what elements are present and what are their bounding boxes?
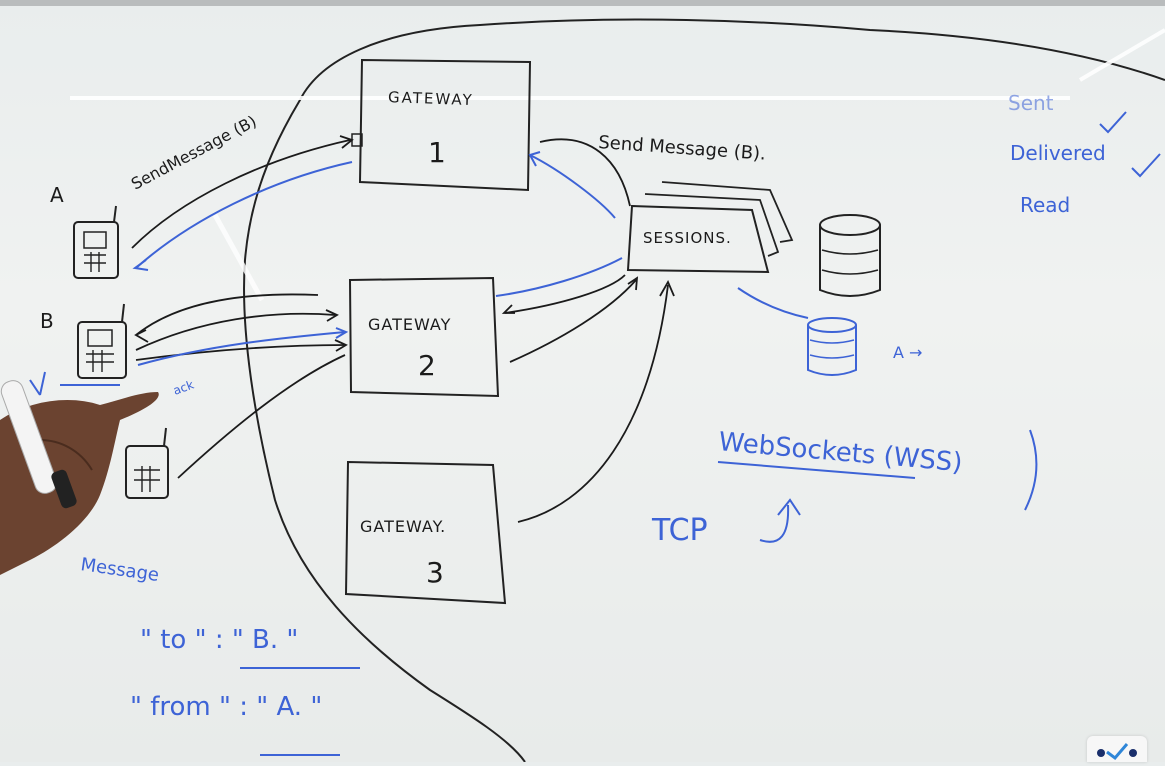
db-link-line	[737, 287, 809, 319]
gateway-3-box: GATEWAY. 3	[344, 460, 507, 605]
gateway-2-box: GATEWAY 2	[348, 276, 500, 398]
database-icon	[819, 214, 881, 297]
websockets-paren	[1024, 429, 1038, 511]
status-sent: Sent	[1008, 91, 1054, 115]
gateway-1-title: GATEWAY	[388, 88, 474, 109]
phone-c-icon	[125, 427, 169, 499]
glare-stripe-2	[1078, 28, 1165, 82]
message-from-line: " from " : " A. "	[130, 692, 322, 722]
phone-a-icon	[73, 205, 119, 279]
gateway-1-number: 1	[428, 136, 446, 169]
ack-label: ack	[171, 377, 195, 397]
gateway-3-title: GATEWAY.	[360, 517, 446, 536]
check-sent-icon	[1099, 111, 1127, 134]
glare-stripe-3	[212, 213, 265, 302]
phone-b-icon	[77, 303, 127, 379]
presenter-hand	[0, 380, 159, 575]
sessions-label: SESSIONS.	[643, 229, 732, 247]
send-message-left-label: SendMessage (B)	[128, 112, 260, 194]
board-top-edge	[0, 0, 1165, 6]
tcp-arrow-icon	[759, 498, 801, 543]
client-b-label: B	[40, 309, 54, 333]
glare-stripe	[70, 96, 1070, 100]
tcp-label: TCP	[651, 513, 708, 548]
message-to-line: " to " : " B. "	[140, 625, 298, 655]
message-title: Message	[79, 554, 160, 586]
gateway-2-number: 2	[418, 349, 436, 382]
small-database-icon	[807, 317, 857, 376]
sessions-box: SESSIONS.	[626, 181, 794, 274]
blue-arrows	[29, 151, 623, 396]
black-arrows	[131, 135, 675, 523]
gateway-2-title: GATEWAY	[368, 315, 451, 334]
status-list: Sent Delivered Read	[1008, 91, 1161, 217]
client-a-label: A	[50, 183, 64, 207]
gateway-1-box: GATEWAY 1	[351, 58, 532, 192]
db-label: A →	[893, 343, 922, 362]
websockets-underline	[717, 461, 916, 479]
check-delivered-icon	[1131, 153, 1161, 178]
send-message-right-label: Send Message (B).	[598, 132, 767, 165]
status-delivered: Delivered	[1010, 141, 1106, 165]
gateway-3-number: 3	[426, 556, 444, 589]
status-read: Read	[1020, 193, 1070, 217]
channel-logo-icon	[1087, 736, 1147, 762]
cloud-outline	[243, 18, 1165, 762]
websockets-label: WebSockets (WSS)	[717, 427, 963, 478]
